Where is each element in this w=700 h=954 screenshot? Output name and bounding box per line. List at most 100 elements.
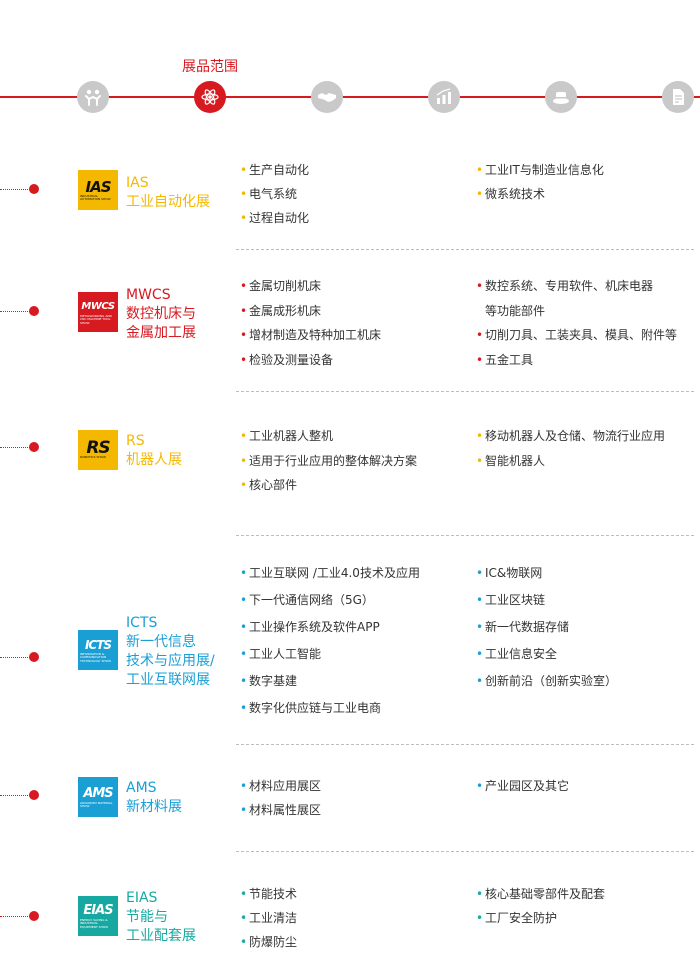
list-item: •工业信息安全 (476, 647, 558, 661)
logo-subtitle: INFORMATION & COMMUNICATION TECHNOLOGY S… (80, 651, 112, 663)
logo-subtitle: ENERGY SAVING & INDUSTRIAL EQUIPMENT SHO… (80, 917, 109, 929)
icts-logo: ICTS INFORMATION & COMMUNICATION TECHNOL… (78, 630, 118, 670)
list-item: •下一代通信网络（5G） (240, 593, 374, 607)
eias-logo: EIAS ENERGY SAVING & INDUSTRIAL EQUIPMEN… (78, 896, 118, 936)
nav-item-cooperation[interactable] (311, 81, 343, 113)
atom-icon (201, 89, 219, 105)
list-item: •生产自动化 (240, 163, 310, 177)
list-item: •工业互联网 /工业4.0技术及应用 (240, 566, 420, 580)
item-list-right: •工业IT与制造业信息化 •微系统技术 (476, 158, 604, 206)
name-line: MWCS (126, 287, 171, 303)
list-item: •五金工具 (476, 352, 534, 367)
list-item: •材料属性展区 (240, 803, 322, 817)
section-ams: AMS ADVANCED MATERIAL SHOW AMS 新材料展 •材料应… (0, 745, 700, 852)
list-item: •适用于行业应用的整体解决方案 (240, 453, 418, 468)
list-item: •移动机器人及仓储、物流行业应用 (476, 429, 666, 443)
nav-item-exhibit-scope[interactable] (194, 81, 226, 113)
item-list-left: •金属切削机床 •金属成形机床 •增材制造及特种加工机床 •检验及测量设备 (240, 274, 381, 372)
name-line: 数控机床与 (126, 306, 196, 322)
logo-subtitle: ADVANCED MATERIAL SHOW (80, 800, 113, 808)
name-line: 节能与 (126, 909, 168, 925)
section-divider (236, 391, 694, 392)
section-mwcs: MWCS METALWORKING AND CNC MACHINE TOOL S… (0, 250, 700, 392)
list-item: •数控系统、专用软件、机床电器 (476, 279, 654, 293)
item-list-right: •产业园区及其它 (476, 774, 569, 798)
name-line: 技术与应用展/ (126, 653, 215, 669)
section-ias: IAS INDUSTRIAL AUTOMATION SHOW IAS 工业自动化… (0, 150, 700, 250)
section-divider (236, 851, 694, 852)
exhibit-name: RS 机器人展 (126, 432, 182, 470)
connector-line (0, 447, 32, 448)
logo-mark: MWCS (81, 300, 115, 312)
connector-line (0, 657, 32, 658)
name-line: 工业自动化展 (126, 194, 210, 210)
list-item: •金属切削机床 (240, 279, 322, 293)
section-eias: EIAS ENERGY SAVING & INDUSTRIAL EQUIPMEN… (0, 852, 700, 949)
mwcs-logo: MWCS METALWORKING AND CNC MACHINE TOOL S… (78, 292, 118, 332)
list-item: •产业园区及其它 (476, 779, 570, 793)
connector-line (0, 795, 32, 796)
list-item: •数字基建 (240, 674, 298, 688)
list-item: •微系统技术 (476, 187, 546, 201)
connector-dot (29, 790, 39, 800)
connector-dot (29, 911, 39, 921)
exhibit-name: IAS 工业自动化展 (126, 174, 210, 212)
exhibit-name: ICTS 新一代信息 技术与应用展/ 工业互联网展 (126, 614, 215, 690)
connector-dot (29, 652, 39, 662)
handshake-icon (318, 93, 336, 102)
name-line: 工业配套展 (126, 928, 196, 944)
logo-mark: EIAS (83, 902, 113, 918)
exhibit-name: EIAS 节能与 工业配套展 (126, 889, 196, 946)
item-list-right: •IC&物联网 •工业区块链 •新一代数据存储 •工业信息安全 •创新前沿（创新… (476, 560, 617, 695)
logo-mark: AMS (83, 785, 113, 801)
item-list-right: •核心基础零部件及配套 •工厂安全防护 (476, 882, 605, 930)
section-icts: ICTS INFORMATION & COMMUNICATION TECHNOL… (0, 536, 700, 745)
nav-item-documents[interactable] (662, 81, 694, 113)
logo-mark: RS (86, 438, 110, 459)
name-line: EIAS (126, 890, 158, 906)
connector-line (0, 189, 32, 190)
name-line: RS (126, 433, 145, 449)
name-line: IAS (126, 175, 149, 191)
list-item: •工业区块链 (476, 593, 546, 607)
exhibit-name: AMS 新材料展 (126, 779, 182, 817)
logo-subtitle: METALWORKING AND CNC MACHINE TOOL SHOW (80, 313, 112, 325)
list-item: •过程自动化 (240, 211, 310, 225)
exhibit-name: MWCS 数控机床与 金属加工展 (126, 286, 196, 343)
rs-logo: RS ROBOTICS SHOW (78, 430, 118, 470)
list-item: •材料应用展区 (240, 779, 322, 793)
hat-icon (553, 92, 569, 104)
list-item: •工业人工智能 (240, 647, 322, 661)
name-line: 工业互联网展 (126, 672, 210, 688)
list-item: •工业机器人整机 (240, 429, 334, 443)
nav-timeline (0, 96, 700, 98)
name-line: AMS (126, 780, 157, 796)
nav-item-events[interactable] (545, 81, 577, 113)
logo-subtitle: ROBOTICS SHOW (80, 455, 106, 460)
connector-line (0, 311, 32, 312)
list-item: •创新前沿（创新实验室） (476, 674, 618, 688)
list-item: •IC&物联网 (476, 566, 543, 580)
name-line: 新一代信息 (126, 634, 196, 650)
list-item: •核心部件 (240, 478, 298, 492)
list-item: 等功能部件 (485, 303, 546, 318)
connector-line (0, 916, 32, 917)
list-item: •电气系统 (240, 187, 298, 201)
ias-logo: IAS INDUSTRIAL AUTOMATION SHOW (78, 170, 118, 210)
nav-title: 展品范围 (182, 59, 238, 75)
list-item: •新一代数据存储 (476, 620, 570, 634)
list-item: •切削刀具、工装夹具、模具、附件等 (476, 328, 678, 342)
section-divider (236, 535, 694, 536)
logo-mark: ICTS (84, 637, 112, 652)
connector-dot (29, 442, 39, 452)
list-item: •工业操作系统及软件APP (240, 620, 380, 634)
name-line: 机器人展 (126, 452, 182, 468)
name-line: 金属加工展 (126, 325, 196, 341)
list-item: •防爆防尘 (240, 935, 298, 949)
list-item: •工业清洁 (240, 911, 298, 925)
ams-logo: AMS ADVANCED MATERIAL SHOW (78, 777, 118, 817)
nav-item-people[interactable] (77, 81, 109, 113)
section-divider (236, 744, 694, 745)
list-item: •增材制造及特种加工机床 (240, 328, 382, 342)
nav-item-statistics[interactable] (428, 81, 460, 113)
